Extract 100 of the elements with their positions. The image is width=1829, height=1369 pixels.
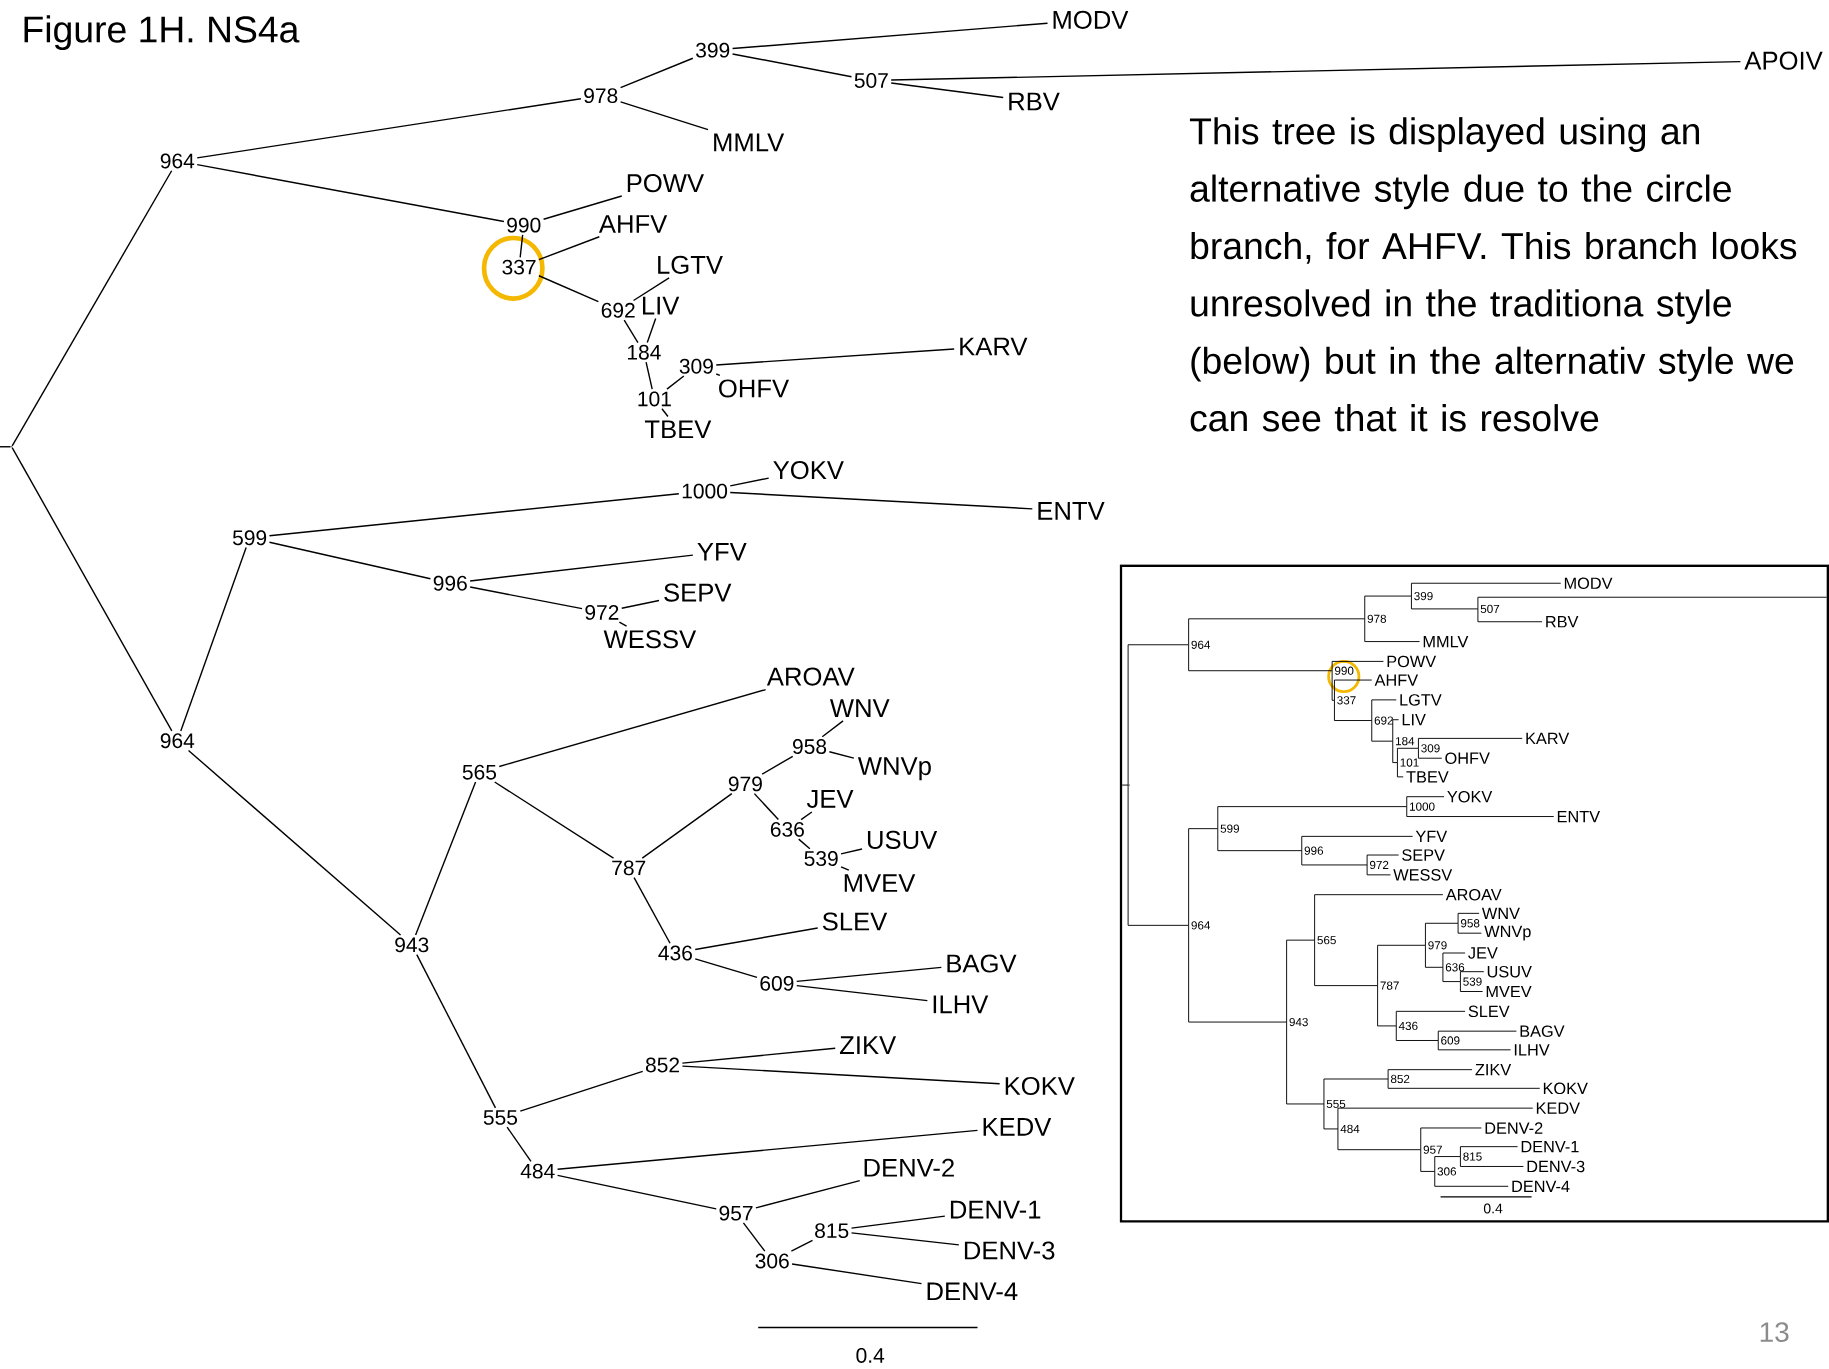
bootstrap-value: 943 — [395, 937, 429, 953]
bootstrap-value: 309 — [1421, 743, 1440, 753]
branch-line — [661, 407, 669, 417]
taxon-label: ILHV — [1514, 1044, 1550, 1056]
bootstrap-value: 972 — [1370, 860, 1389, 869]
taxon-label: JEV — [806, 789, 854, 808]
taxon-label: LIV — [1402, 713, 1426, 726]
branch-line — [623, 319, 639, 343]
branch-line — [761, 755, 794, 775]
branch-line — [796, 984, 929, 1002]
taxon-label: JEV — [1468, 947, 1498, 959]
taxon-label: KOKV — [1543, 1082, 1588, 1094]
branch-line — [469, 586, 583, 610]
bootstrap-value: 484 — [520, 1163, 555, 1179]
bootstrap-value: 507 — [854, 72, 888, 88]
bootstrap-value: 609 — [760, 975, 794, 991]
branch-line — [1392, 740, 1398, 763]
branch-line — [1420, 1127, 1482, 1150]
bootstrap-value: 958 — [1460, 918, 1480, 928]
branch-line — [790, 1239, 814, 1252]
bootstrap-value: 957 — [1423, 1145, 1442, 1154]
taxon-label: AHFV — [598, 214, 668, 233]
branch-line — [1188, 618, 1366, 646]
branch-line — [11, 446, 173, 732]
taxon-label: ENTV — [1557, 810, 1601, 822]
bootstrap-value: 101 — [1400, 758, 1419, 767]
branch-line — [681, 1065, 1001, 1085]
bootstrap-value: 692 — [1374, 716, 1393, 725]
taxon-label: AHFV — [1374, 674, 1419, 686]
bootstrap-value: 565 — [462, 764, 497, 780]
branch-line — [840, 848, 863, 855]
scale-label: 0.4 — [1483, 1203, 1503, 1214]
bootstrap-value: 787 — [1380, 981, 1399, 990]
branch-line — [1410, 595, 1479, 610]
taxon-label: MODV — [1053, 10, 1129, 29]
branch-line — [1395, 1025, 1439, 1041]
branch-line — [850, 1215, 946, 1229]
branch-line — [715, 373, 721, 376]
branch-line — [619, 101, 709, 131]
branch-line — [1188, 644, 1333, 671]
bootstrap-value: 565 — [1317, 935, 1336, 945]
taxon-label: DENV-3 — [964, 1241, 1055, 1260]
taxon-label: AROAV — [1445, 888, 1502, 901]
branch-line — [506, 1126, 532, 1162]
branch-line — [1424, 944, 1444, 968]
taxon-label: POWV — [627, 173, 704, 193]
branch-line — [538, 235, 600, 261]
bootstrap-value: 692 — [601, 302, 635, 318]
branch-line — [1371, 719, 1394, 742]
branch-line — [519, 1070, 644, 1112]
taxon-label: YOKV — [1447, 790, 1493, 803]
branch-line — [1377, 984, 1397, 1027]
paragraph-text: This tree is displayed using an alternative style due to the circle branch, for AHFV. This branch looks unresolved in the traditiona style (below) but in the alternativ style we can see that it is resolve — [1189, 116, 1797, 432]
branch-line — [1459, 1155, 1524, 1167]
branch-line — [1323, 1103, 1339, 1130]
bootstrap-value: 636 — [770, 821, 804, 837]
branch-line — [498, 688, 767, 767]
taxon-label: WESSV — [1393, 868, 1453, 881]
branch-line — [729, 477, 770, 487]
branch-line — [666, 375, 685, 390]
branch-line — [742, 1222, 766, 1252]
branch-line — [731, 22, 1049, 50]
bootstrap-value: 306 — [755, 1253, 789, 1269]
branch-line — [1333, 699, 1373, 721]
branch-line — [1417, 737, 1523, 749]
bootstrap-value: 958 — [793, 738, 827, 754]
inset-frame — [1119, 564, 1829, 1223]
taxon-label: BAGV — [1520, 1025, 1565, 1037]
taxon-label: KARV — [960, 337, 1028, 356]
bootstrap-value: 184 — [1396, 736, 1415, 746]
taxon-label: LGTV — [658, 255, 723, 274]
branch-line — [1364, 595, 1412, 620]
branch-line — [890, 60, 1742, 81]
branch-line — [196, 97, 582, 159]
bootstrap-value: 964 — [1191, 640, 1211, 649]
branch-line — [1395, 1010, 1466, 1027]
branch-line — [729, 491, 1033, 510]
branch-line — [1377, 944, 1426, 986]
bootstrap-value: 599 — [1220, 824, 1240, 833]
branch-line — [1459, 971, 1485, 982]
branch-line — [1188, 827, 1219, 926]
bootstrap-value: 979 — [1428, 940, 1447, 950]
taxon-label: USUV — [1487, 965, 1532, 978]
branch-line — [632, 276, 670, 301]
branch-line — [268, 492, 680, 537]
branch-line — [850, 1231, 960, 1246]
taxon-label: OHFV — [719, 379, 789, 398]
branch-line — [1337, 1128, 1422, 1150]
branch-line — [1459, 1145, 1519, 1157]
bootstrap-value: 184 — [628, 344, 661, 360]
taxon-label: WNV — [829, 699, 890, 717]
taxon-label: MODV — [1564, 577, 1613, 589]
branch-line — [416, 953, 497, 1109]
branch-line — [1364, 618, 1421, 642]
branch-line — [890, 82, 1004, 99]
bootstrap-value: 436 — [658, 945, 692, 961]
branch-line — [493, 781, 615, 859]
taxon-label: OHFV — [1445, 752, 1490, 764]
branch-line — [681, 1047, 836, 1064]
taxon-label: MVEV — [844, 874, 916, 892]
